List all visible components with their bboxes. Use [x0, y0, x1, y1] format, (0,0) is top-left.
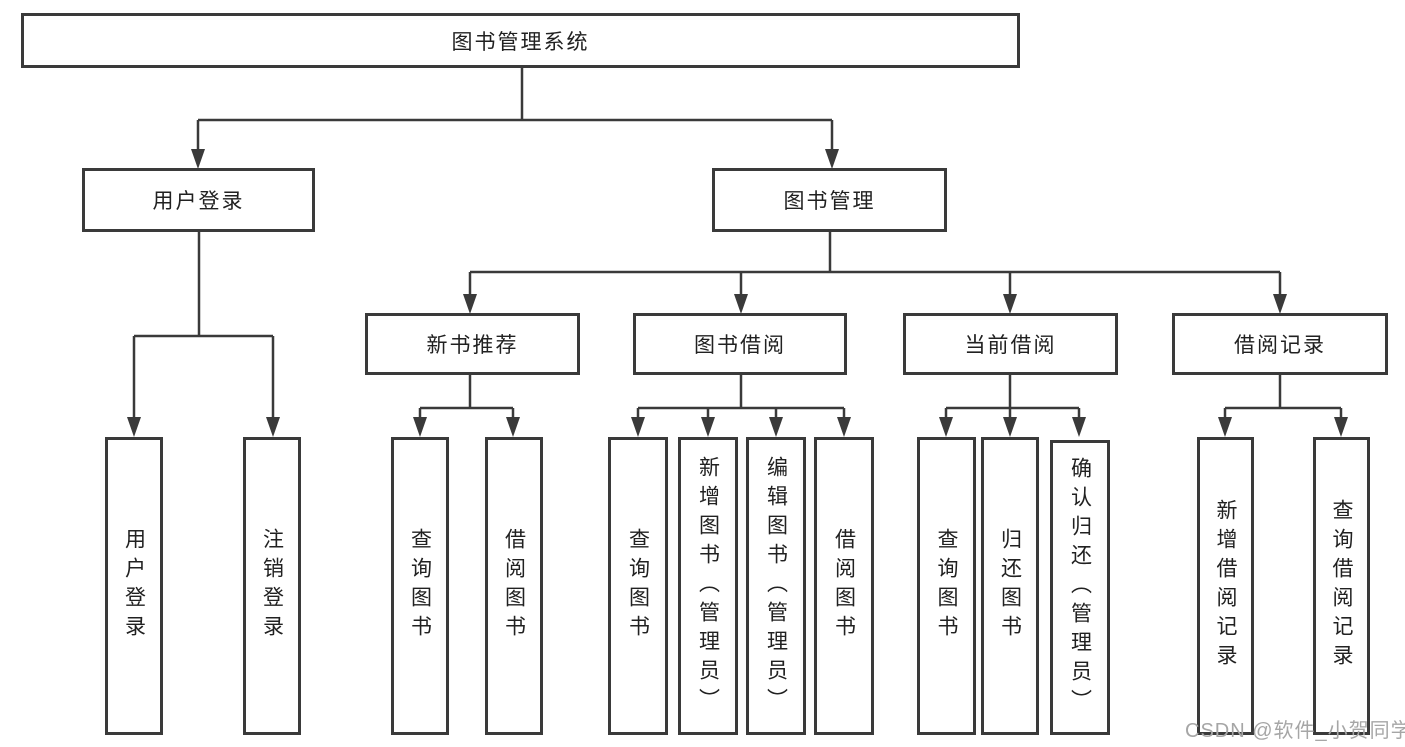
leaf-add-book-admin: 新增图书（管理员） [678, 437, 738, 735]
arrowhead-icon [463, 294, 477, 314]
arrowhead-icon [413, 417, 427, 437]
leaf-borrow-books-1: 借阅图书 [485, 437, 543, 735]
connector-root [191, 68, 839, 169]
node-user-login: 用户登录 [82, 168, 315, 232]
leaf-borrow-books-2: 借阅图书 [814, 437, 874, 735]
arrowhead-icon [506, 417, 520, 437]
node-root: 图书管理系统 [21, 13, 1020, 68]
connector-borrow-records [1218, 375, 1348, 437]
arrowhead-icon [127, 417, 141, 437]
node-borrow-records: 借阅记录 [1172, 313, 1388, 375]
connector-current-borrow [939, 375, 1086, 437]
arrowhead-icon [1003, 294, 1017, 314]
arrowhead-icon [837, 417, 851, 437]
leaf-query-books-3: 查询图书 [917, 437, 976, 735]
arrowhead-icon [769, 417, 783, 437]
leaf-query-books-1: 查询图书 [391, 437, 449, 735]
leaf-query-books-2: 查询图书 [608, 437, 668, 735]
leaf-query-borrow-record: 查询借阅记录 [1313, 437, 1370, 735]
node-book-borrow: 图书借阅 [633, 313, 847, 375]
arrowhead-icon [1334, 417, 1348, 437]
arrowhead-icon [701, 417, 715, 437]
leaf-return-book: 归还图书 [981, 437, 1039, 735]
arrowhead-icon [939, 417, 953, 437]
arrowhead-icon [1218, 417, 1232, 437]
leaf-add-borrow-record: 新增借阅记录 [1197, 437, 1254, 735]
leaf-confirm-return-admin: 确认归还（管理员） [1050, 440, 1110, 735]
arrowhead-icon [1273, 294, 1287, 314]
connector-book-mgmt [463, 232, 1287, 314]
connector-new-books [413, 375, 520, 437]
connector-user-login [127, 232, 280, 437]
arrowhead-icon [191, 149, 205, 169]
leaf-logout: 注销登录 [243, 437, 301, 735]
arrowhead-icon [734, 294, 748, 314]
arrowhead-icon [631, 417, 645, 437]
csdn-watermark: CSDN @软件_小贺同学 [1185, 720, 1405, 742]
node-new-books: 新书推荐 [365, 313, 580, 375]
arrowhead-icon [1072, 417, 1086, 437]
arrowhead-icon [1003, 417, 1017, 437]
connector-book-borrow [631, 375, 851, 437]
node-current-borrow: 当前借阅 [903, 313, 1118, 375]
arrowhead-icon [825, 149, 839, 169]
node-book-mgmt: 图书管理 [712, 168, 947, 232]
leaf-edit-book-admin: 编辑图书（管理员） [746, 437, 806, 735]
leaf-user-login: 用户登录 [105, 437, 163, 735]
arrowhead-icon [266, 417, 280, 437]
